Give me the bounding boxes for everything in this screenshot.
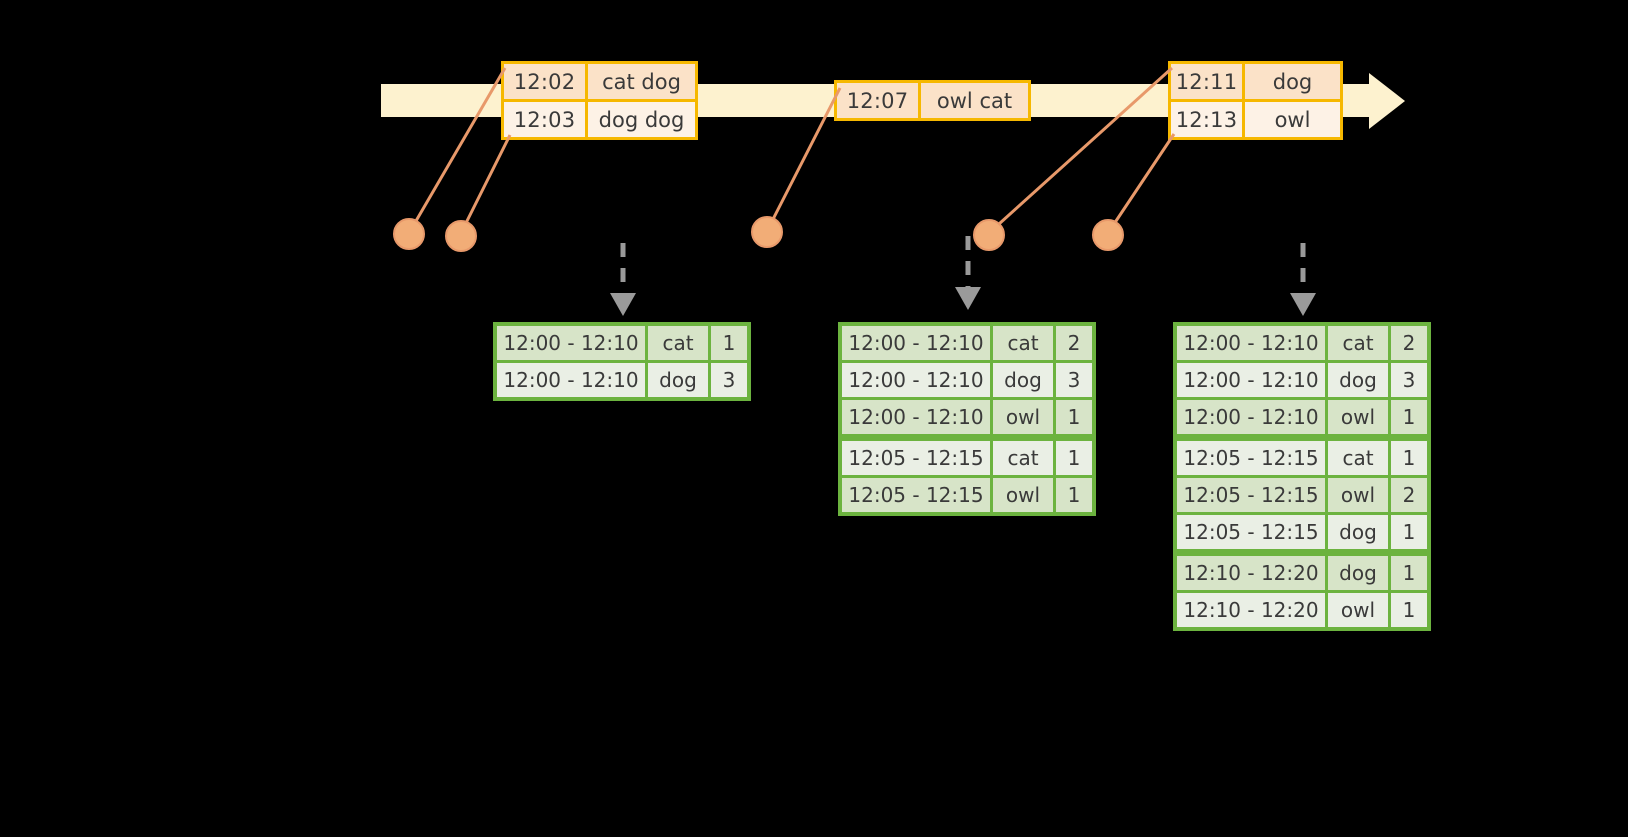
table-row: 12:05 - 12:15 cat 1 (1177, 441, 1427, 475)
table-row: 12:00 - 12:10 owl 1 (842, 400, 1092, 434)
event-dot (445, 220, 477, 252)
event-row: 12:11 dog (1171, 64, 1340, 99)
window-cell: 12:05 - 12:15 (1177, 441, 1325, 475)
event-words: dog dog (598, 107, 685, 132)
table-row: 12:00 - 12:10 cat 2 (842, 326, 1092, 360)
table-row: 12:00 - 12:10 owl 1 (1177, 400, 1427, 434)
timeline-arrowhead (1369, 73, 1405, 129)
window-cell: 12:00 - 12:10 (497, 326, 645, 360)
event-words: owl cat (936, 88, 1013, 113)
count-cell: 1 (1056, 400, 1092, 434)
event-words: owl (1274, 107, 1311, 132)
table-row: 12:00 - 12:10 dog 3 (842, 363, 1092, 397)
word-cell: cat (993, 441, 1053, 475)
word-cell: cat (648, 326, 708, 360)
event-box-2[interactable]: 12:07 owl cat (834, 80, 1031, 121)
event-row: 12:03 dog dog (504, 99, 695, 137)
word-cell: dog (1328, 515, 1388, 549)
event-time: 12:02 (504, 64, 588, 99)
table-row: 12:00 - 12:10 cat 2 (1177, 326, 1427, 360)
table-row: 12:10 - 12:20 dog 1 (1177, 556, 1427, 590)
count-cell: 1 (1391, 515, 1427, 549)
event-words: cat dog (602, 69, 681, 94)
window-cell: 12:00 - 12:10 (1177, 326, 1325, 360)
count-cell: 2 (1056, 326, 1092, 360)
word-cell: owl (993, 478, 1053, 512)
event-row: 12:07 owl cat (837, 83, 1028, 118)
event-time: 12:07 (837, 83, 921, 118)
window-cell: 12:00 - 12:10 (842, 326, 990, 360)
table-row: 12:00 - 12:10 dog 3 (497, 363, 747, 397)
word-cell: dog (993, 363, 1053, 397)
word-cell: owl (1328, 478, 1388, 512)
event-row: 12:13 owl (1171, 99, 1340, 137)
window-cell: 12:05 - 12:15 (1177, 515, 1325, 549)
table-row: 12:05 - 12:15 cat 1 (842, 441, 1092, 475)
word-cell: owl (993, 400, 1053, 434)
connector-line (459, 134, 512, 234)
event-words: dog (1272, 69, 1313, 94)
table-row: 12:05 - 12:15 owl 2 (1177, 478, 1427, 512)
table-row: 12:05 - 12:15 dog 1 (1177, 515, 1427, 549)
count-cell: 2 (1391, 326, 1427, 360)
word-cell: cat (993, 326, 1053, 360)
count-cell: 1 (1391, 400, 1427, 434)
table-row: 12:10 - 12:20 owl 1 (1177, 593, 1427, 627)
window-cell: 12:00 - 12:10 (842, 363, 990, 397)
word-cell: cat (1328, 441, 1388, 475)
count-cell: 3 (711, 363, 747, 397)
word-cell: dog (1328, 363, 1388, 397)
table-row: 12:05 - 12:15 owl 1 (842, 478, 1092, 512)
event-dot (751, 216, 783, 248)
result-table-2[interactable]: 12:00 - 12:10 cat 2 12:00 - 12:10 dog 3 … (838, 322, 1096, 516)
event-dot (1092, 219, 1124, 251)
result-table-1[interactable]: 12:00 - 12:10 cat 1 12:00 - 12:10 dog 3 (493, 322, 751, 401)
window-cell: 12:05 - 12:15 (842, 441, 990, 475)
count-cell: 1 (1056, 441, 1092, 475)
count-cell: 2 (1391, 478, 1427, 512)
count-cell: 1 (1391, 556, 1427, 590)
connector-line (1106, 133, 1176, 234)
count-cell: 1 (1056, 478, 1092, 512)
window-cell: 12:05 - 12:15 (1177, 478, 1325, 512)
word-cell: owl (1328, 593, 1388, 627)
dashed-arrow-head (610, 293, 636, 316)
count-cell: 3 (1056, 363, 1092, 397)
word-cell: dog (648, 363, 708, 397)
window-cell: 12:00 - 12:10 (1177, 363, 1325, 397)
table-row: 12:00 - 12:10 cat 1 (497, 326, 747, 360)
event-row: 12:02 cat dog (504, 64, 695, 99)
window-cell: 12:10 - 12:20 (1177, 556, 1325, 590)
dashed-arrow-head (955, 287, 981, 310)
word-cell: dog (1328, 556, 1388, 590)
event-box-3[interactable]: 12:11 dog 12:13 owl (1168, 61, 1343, 140)
count-cell: 1 (1391, 441, 1427, 475)
dashed-arrow-head (1290, 293, 1316, 316)
event-time: 12:11 (1171, 64, 1245, 99)
result-table-3[interactable]: 12:00 - 12:10 cat 2 12:00 - 12:10 dog 3 … (1173, 322, 1431, 631)
window-cell: 12:00 - 12:10 (842, 400, 990, 434)
count-cell: 1 (1391, 593, 1427, 627)
window-cell: 12:05 - 12:15 (842, 478, 990, 512)
window-cell: 12:00 - 12:10 (497, 363, 645, 397)
count-cell: 1 (711, 326, 747, 360)
event-box-1[interactable]: 12:02 cat dog 12:03 dog dog (501, 61, 698, 140)
window-cell: 12:10 - 12:20 (1177, 593, 1325, 627)
count-cell: 3 (1391, 363, 1427, 397)
event-dot (973, 219, 1005, 251)
window-cell: 12:00 - 12:10 (1177, 400, 1325, 434)
event-dot (393, 218, 425, 250)
word-cell: owl (1328, 400, 1388, 434)
event-time: 12:03 (504, 102, 588, 137)
table-row: 12:00 - 12:10 dog 3 (1177, 363, 1427, 397)
word-cell: cat (1328, 326, 1388, 360)
event-time: 12:13 (1171, 102, 1245, 137)
